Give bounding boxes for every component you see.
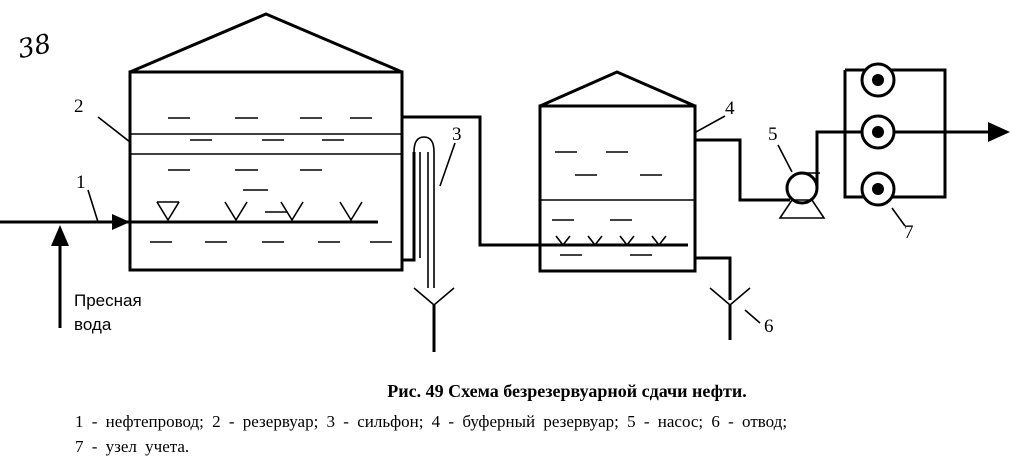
- label-pump: 5: [768, 124, 778, 145]
- buffer-nozzles: [555, 235, 667, 247]
- figure-legend-line2: 7 - узел учета.: [75, 437, 190, 456]
- figure-title: Рис. 49 Схема безрезервуарной сдачи нефт…: [387, 381, 747, 401]
- label-meter: 7: [904, 222, 914, 243]
- pump-suction-pipe: [695, 138, 790, 202]
- label-bellows: 3: [452, 124, 462, 145]
- distributor-nozzles: [156, 201, 363, 222]
- buffer-tank: [538, 70, 697, 273]
- bellows: [402, 136, 455, 352]
- label-fresh-water-line2: вода: [74, 315, 112, 334]
- tank-liquid-dashes: [150, 117, 392, 243]
- label-drain: 6: [764, 316, 774, 337]
- inflow-pipeline: [0, 214, 130, 230]
- metering-unit: [843, 62, 1010, 207]
- label-tank: 2: [74, 96, 84, 117]
- pump-discharge-pipe: [815, 130, 845, 188]
- label-buffer-tank: 4: [725, 98, 735, 119]
- label-fresh-water-line1: Пресная: [74, 291, 142, 310]
- label-pipeline: 1: [76, 172, 86, 193]
- main-tank: [118, 12, 404, 272]
- figure-legend-line1: 1 - нефтепровод; 2 - резервуар; 3 - силь…: [75, 412, 788, 431]
- fresh-water-arrow: [51, 225, 69, 328]
- drain-branch: [695, 256, 751, 340]
- oil-delivery-diagram: 2 1 3 4 5 6 7 Пресная вода: [0, 12, 1010, 352]
- transfer-pipe: [402, 115, 545, 247]
